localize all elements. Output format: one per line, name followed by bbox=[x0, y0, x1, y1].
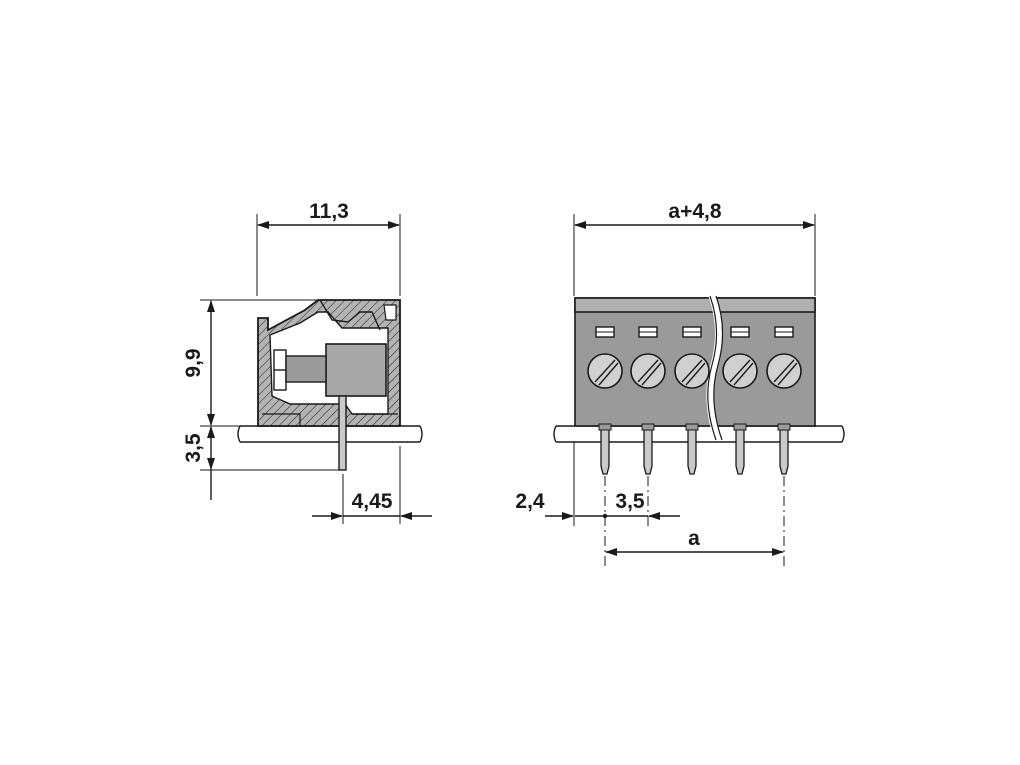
span-label: a bbox=[688, 527, 700, 550]
screw-slot-edge bbox=[594, 359, 616, 383]
pin-offset-label: 4,45 bbox=[352, 490, 393, 513]
pin-collar bbox=[685, 423, 699, 431]
side-pin bbox=[338, 395, 347, 471]
front-pcb bbox=[553, 425, 845, 443]
pin bbox=[600, 425, 610, 475]
pin bbox=[735, 425, 745, 475]
front-width-label: a+4,8 bbox=[668, 200, 721, 223]
side-view: 11,3 9,9 3,5 4,45 bbox=[182, 200, 432, 524]
front-positions bbox=[587, 326, 802, 475]
pin-collar bbox=[598, 423, 612, 431]
pin-length-label: 3,5 bbox=[182, 433, 205, 463]
screw-slot-edge bbox=[729, 359, 751, 383]
pin-collar bbox=[777, 423, 791, 431]
screw-slot-edge bbox=[637, 359, 659, 383]
edge-offset-label: 2,4 bbox=[515, 490, 545, 513]
dimension-front-width: a+4,8 bbox=[574, 200, 815, 229]
pin bbox=[687, 425, 697, 475]
side-housing bbox=[257, 299, 401, 427]
side-pcb bbox=[237, 425, 423, 443]
dimension-edge-offset: 2,4 3,5 bbox=[515, 490, 680, 520]
screw-slot-edge bbox=[685, 362, 706, 386]
pitch-label: 3,5 bbox=[615, 490, 645, 513]
pin-collar bbox=[641, 423, 655, 431]
screw-slot-edge bbox=[641, 362, 662, 386]
pin bbox=[779, 425, 789, 475]
dimension-span: a bbox=[605, 527, 784, 556]
side-height-label: 9,9 bbox=[182, 348, 205, 377]
screw-slot-edge bbox=[598, 362, 619, 386]
dimension-pin-offset: 4,45 bbox=[312, 490, 432, 520]
dimension-pin-length: 3,5 bbox=[182, 426, 215, 500]
dimension-side-height: 9,9 bbox=[182, 300, 215, 426]
pin-collar bbox=[733, 423, 747, 431]
screw-slot-edge bbox=[681, 359, 703, 383]
pin bbox=[643, 425, 653, 475]
screw-slot-edge bbox=[777, 362, 798, 386]
dimension-side-width: 11,3 bbox=[257, 200, 400, 229]
side-width-label: 11,3 bbox=[309, 200, 349, 223]
screw-slot-edge bbox=[773, 359, 795, 383]
front-view: a+4,8 2,4 3,5 a bbox=[515, 200, 845, 566]
screw-slot-edge bbox=[733, 362, 754, 386]
